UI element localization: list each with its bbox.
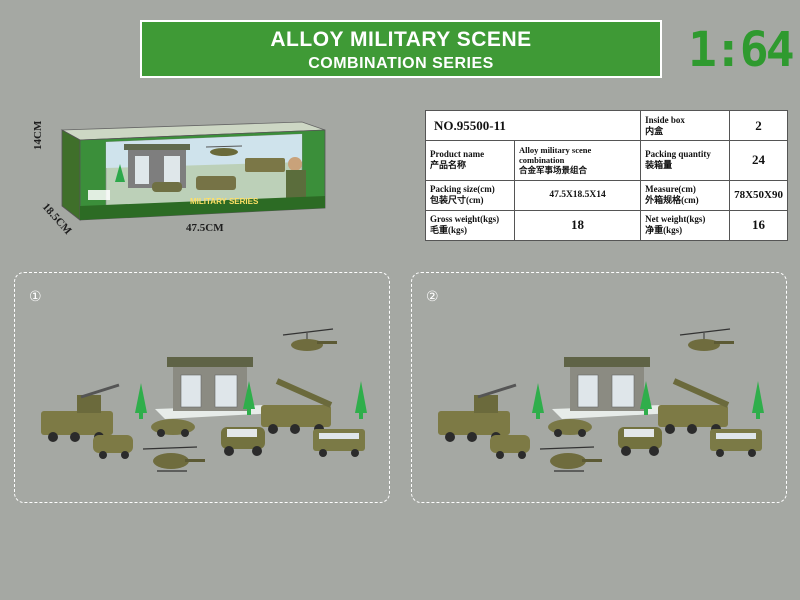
- military-building: [552, 357, 674, 419]
- artillery-truck: [41, 383, 120, 442]
- camo-bus: [313, 429, 365, 457]
- packing-qty-label-en: Packing quantity: [645, 149, 711, 160]
- camo-sedan: [548, 419, 592, 437]
- tree: [640, 381, 652, 415]
- title-line-2: COMBINATION SERIES: [308, 55, 494, 72]
- product-name-value-cn: 合金军事场景组合: [519, 165, 588, 176]
- product-name-label: Product name 产品名称: [425, 140, 515, 181]
- title-banner: ALLOY MILITARY SCENE COMBINATION SERIES: [140, 20, 662, 78]
- product-name-value: Alloy military scene combination 合金军事场景组…: [513, 140, 642, 181]
- camo-car: [93, 435, 133, 459]
- packing-size-label-cn: 包装尺寸(cm): [430, 195, 484, 206]
- tree: [752, 381, 764, 419]
- measure-value: 78X50X90: [729, 179, 788, 211]
- packing-size-label-en: Packing size(cm): [430, 184, 495, 195]
- scene-panel-2: ②: [411, 272, 787, 503]
- military-building: [155, 357, 277, 419]
- camo-car: [490, 435, 530, 459]
- missile-truck: [261, 378, 333, 434]
- gross-weight-value: 18: [513, 209, 642, 242]
- artillery-truck: [438, 383, 517, 442]
- gross-weight-label: Gross weight(kgs) 毛重(kgs): [425, 209, 515, 242]
- camo-suv: [221, 427, 265, 456]
- item-number: NO.95500-11: [424, 109, 642, 142]
- scale-label: 1:64: [688, 22, 795, 78]
- flying-helicopter: [282, 328, 337, 351]
- packing-qty-label-cn: 装箱量: [645, 160, 673, 171]
- product-name-label-cn: 产品名称: [430, 160, 467, 171]
- spec-table: NO.95500-11 Inside box 内盒 2 Product name…: [424, 109, 788, 242]
- net-weight-label: Net weight(kgs) 净重(kgs): [640, 209, 731, 242]
- net-weight-label-cn: 净重(kgs): [645, 225, 683, 236]
- missile-truck: [658, 378, 730, 434]
- scene-panel-1: ①: [14, 272, 390, 503]
- product-name-label-en: Product name: [430, 149, 485, 160]
- gross-weight-label-cn: 毛重(kgs): [430, 225, 468, 236]
- inside-box-label-en: Inside box: [645, 114, 685, 125]
- product-box-image: MILITARY SERIES: [60, 121, 326, 221]
- camo-suv: [618, 427, 662, 456]
- camo-sedan: [151, 419, 195, 437]
- flying-helicopter: [679, 328, 734, 351]
- measure-label-en: Measure(cm): [645, 184, 696, 195]
- net-weight-label-en: Net weight(kgs): [645, 214, 706, 225]
- tree: [355, 381, 367, 419]
- panel-number: ①: [29, 289, 42, 305]
- packing-size-value: 47.5X18.5X14: [513, 179, 642, 211]
- tree: [135, 383, 147, 419]
- box-width-label: 47.5CM: [186, 222, 224, 234]
- inside-box-label-cn: 内盒: [645, 125, 664, 136]
- packing-qty-label: Packing quantity 装箱量: [640, 140, 731, 181]
- camo-bus: [710, 429, 762, 457]
- inside-box-label: Inside box 内盒: [640, 109, 731, 142]
- tree: [243, 381, 255, 415]
- measure-label-cn: 外箱规格(cm): [645, 195, 699, 206]
- product-name-value-en: Alloy military scene combination: [519, 145, 592, 166]
- net-weight-value: 16: [729, 209, 788, 242]
- panel-number: ②: [426, 289, 439, 305]
- gross-weight-label-en: Gross weight(kgs): [430, 214, 500, 225]
- measure-label: Measure(cm) 外箱规格(cm): [640, 179, 731, 211]
- ground-helicopter: [142, 446, 205, 472]
- box-text: MILITARY SERIES: [190, 197, 259, 206]
- inside-box-value: 2: [729, 109, 788, 142]
- box-height-label: 14CM: [32, 120, 44, 150]
- packing-qty-value: 24: [729, 140, 788, 181]
- packing-size-label: Packing size(cm) 包装尺寸(cm): [425, 179, 515, 211]
- ground-helicopter: [539, 446, 602, 472]
- tree: [532, 383, 544, 419]
- title-line-1: ALLOY MILITARY SCENE: [270, 28, 532, 51]
